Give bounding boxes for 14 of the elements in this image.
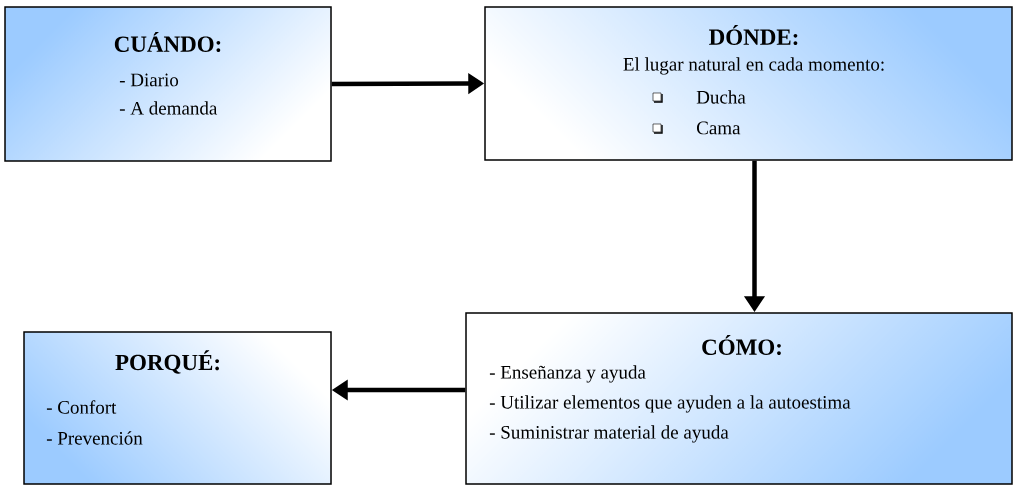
heading: DÓNDE: [709, 24, 798, 45]
heading: CÓMO: [702, 334, 781, 355]
list-item: - Enseñanza y ayuda [489, 365, 646, 383]
list-item: - Utilizar elementos que ayuden a la autoestima [489, 395, 851, 413]
heading: PORQUÉ: [115, 350, 219, 374]
list-item: Ducha [696, 90, 746, 104]
list-item: - Confort [46, 400, 117, 414]
list-item: - A demanda [119, 101, 218, 115]
list-item: Cama [697, 121, 741, 135]
heading: CUÁNDO: [114, 31, 221, 52]
description: El lugar natural en cada momento: [623, 57, 884, 75]
list-item: - Prevención [46, 431, 143, 445]
list-item: - Suministrar material de ayuda [489, 425, 729, 443]
list-item: - Diario [119, 73, 179, 87]
